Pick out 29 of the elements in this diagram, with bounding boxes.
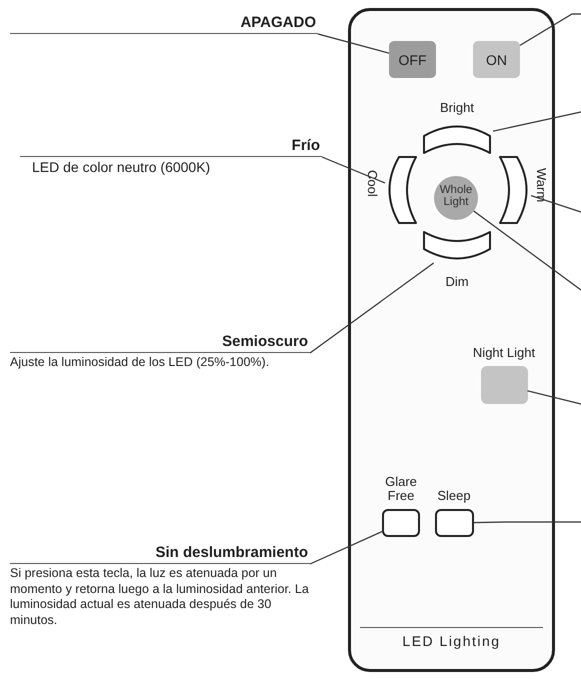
callout-heading: Semioscuro	[10, 333, 310, 353]
leader-line	[530, 195, 581, 213]
device-label: LED Lighting	[360, 627, 543, 649]
button-label: Cool	[365, 170, 380, 197]
leader-line	[520, 13, 581, 46]
button-label: Night Light	[472, 346, 536, 360]
callout-heading: Frío	[20, 137, 322, 157]
leader-line	[310, 262, 434, 354]
whole-light-button: Whole Light	[434, 176, 478, 220]
remote-control-body	[348, 8, 555, 672]
leader-line	[322, 156, 386, 184]
callout-heading: Sin deslumbramiento	[10, 544, 310, 564]
button-label: Bright	[439, 100, 475, 115]
leader-line	[492, 111, 581, 132]
power-on-button: ON	[473, 41, 520, 78]
button-label: Glare Free	[384, 475, 418, 503]
leader-line	[527, 390, 581, 405]
power-off-button: OFF	[389, 41, 436, 78]
leader-line	[310, 531, 382, 565]
callout-heading: APAGADO	[10, 14, 318, 34]
leader-line	[318, 33, 390, 54]
callout-text: Si presiona esta tecla, la luz es atenuada por un momento y retorna luego a la luminosidad anterior. La luminosidad actual es atenuada después de 30 minutos.	[10, 565, 310, 628]
button-label: Dim	[444, 274, 470, 289]
callout-text: Ajuste la luminosidad de los LED (25%-100%).	[10, 354, 270, 370]
button-label: Sleep	[437, 489, 471, 503]
callout-text: LED de color neutro (6000K)	[31, 158, 212, 176]
leader-line	[473, 210, 581, 290]
button-label: Warm	[534, 168, 549, 202]
leader-line	[473, 521, 581, 524]
